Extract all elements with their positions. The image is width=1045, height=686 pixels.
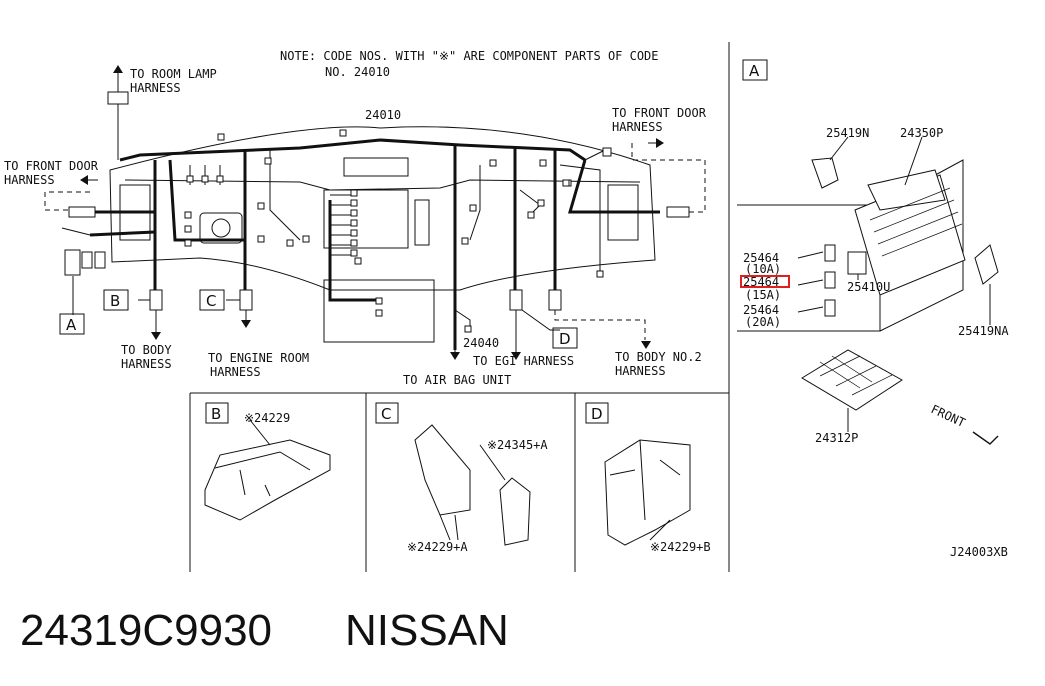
diagram-code: J24003XB <box>950 545 1008 559</box>
fuse-10a-amp: (10A) <box>745 262 781 276</box>
footer-part-number: 24319C9930 <box>20 606 272 655</box>
highlight-box <box>740 275 790 288</box>
detail-a-letter: A <box>749 62 760 80</box>
fuse-15a: 25464 <box>743 275 779 289</box>
egi-harness-label: TO EGI HARNESS <box>473 354 574 368</box>
fuse-20a: 25464 <box>743 303 779 317</box>
letter-c: C <box>206 292 216 310</box>
note-line1: NOTE: CODE NOS. WITH "※" ARE COMPONENT P… <box>280 49 659 63</box>
body-harness-label-1: TO BODY <box>121 343 172 357</box>
fuse-20a-amp: (20A) <box>745 315 781 329</box>
fuse-15a-amp: (15A) <box>745 288 781 302</box>
engine-room-label-1: TO ENGINE ROOM <box>208 351 309 365</box>
letter-d: D <box>559 330 571 348</box>
fuse-10a: 25464 <box>743 251 779 265</box>
detail-d-part: ※24229+B <box>650 540 711 554</box>
detail-b-letter: B <box>211 405 221 423</box>
part-25419n: 25419N <box>826 126 869 140</box>
front-door-right-label-1: TO FRONT DOOR <box>612 106 707 120</box>
letter-a: A <box>66 316 77 334</box>
footer-brand: NISSAN <box>345 606 509 655</box>
front-door-left-label-2: HARNESS <box>4 173 55 187</box>
part-24010: 24010 <box>365 108 401 122</box>
part-25419na: 25419NA <box>958 324 1009 338</box>
detail-c-part2: ※24229+A <box>407 540 468 554</box>
detail-b-part: ※24229 <box>244 411 290 425</box>
room-lamp-label-2: HARNESS <box>130 81 181 95</box>
note-line2: NO. 24010 <box>325 65 390 79</box>
part-24312p: 24312P <box>815 431 858 445</box>
body-no2-label-2: HARNESS <box>615 364 666 378</box>
front-label: FRONT <box>929 402 968 430</box>
letter-b: B <box>110 292 120 310</box>
engine-room-label-2: HARNESS <box>210 365 261 379</box>
front-door-left-label-1: TO FRONT DOOR <box>4 159 99 173</box>
air-bag-label: TO AIR BAG UNIT <box>403 373 511 387</box>
part-24350p: 24350P <box>900 126 943 140</box>
room-lamp-label-1: TO ROOM LAMP <box>130 67 217 81</box>
body-no2-label-1: TO BODY NO.2 <box>615 350 702 364</box>
part-25410u: 25410U <box>847 280 890 294</box>
body-harness-label-2: HARNESS <box>121 357 172 371</box>
detail-d-letter: D <box>591 405 603 423</box>
detail-c-letter: C <box>381 405 391 423</box>
part-24040: 24040 <box>463 336 499 350</box>
front-door-right-label-2: HARNESS <box>612 120 663 134</box>
detail-c-part1: ※24345+A <box>487 438 548 452</box>
